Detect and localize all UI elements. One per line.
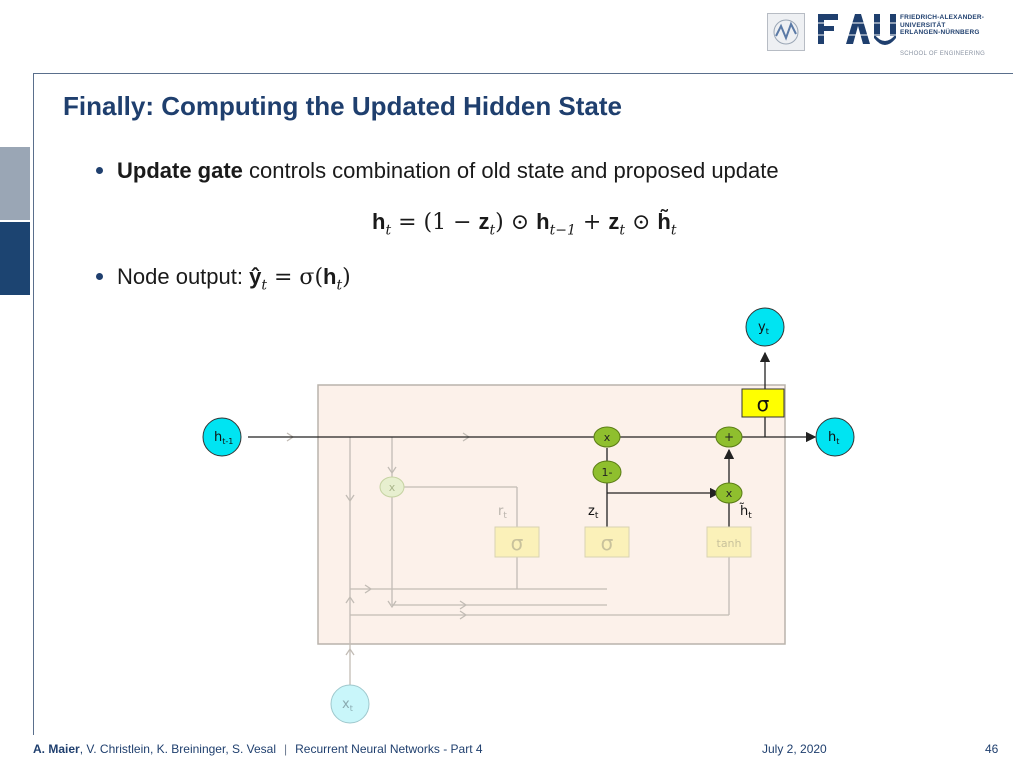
prev-hidden-state-node: ht-1 bbox=[202, 417, 242, 457]
svg-text:ht-1: ht-1 bbox=[214, 430, 233, 446]
footer-coauthors: , V. Christlein, K. Breininger, S. Vesal bbox=[79, 742, 277, 756]
footer-page-number: 46 bbox=[985, 742, 999, 756]
bullet-dot-icon bbox=[96, 273, 103, 280]
svg-text:ht: ht bbox=[828, 430, 839, 446]
tanh-box: tanh bbox=[706, 526, 752, 558]
slide-frame bbox=[33, 73, 1013, 735]
reset-multiply-node: x bbox=[379, 476, 405, 498]
slide-title: Finally: Computing the Updated Hidden St… bbox=[63, 91, 622, 121]
gru-cell-diagram: x rt σ zt σ tanh h̃t x 1- x + σ ht-1 bbox=[202, 307, 855, 724]
fau-logo bbox=[818, 14, 898, 45]
faded-wiring bbox=[286, 432, 730, 685]
candidate-state-label: h̃t bbox=[739, 504, 752, 521]
svg-text:tanh: tanh bbox=[717, 537, 742, 550]
update-gate-label: zt bbox=[588, 504, 599, 521]
svg-text:xt: xt bbox=[342, 697, 353, 713]
university-line-3: ERLANGEN-NÜRNBERG bbox=[900, 29, 980, 36]
reset-sigma-box: σ bbox=[494, 526, 540, 558]
footer-course: Recurrent Neural Networks - Part 4 bbox=[295, 742, 483, 756]
output-sigma-box: σ bbox=[741, 388, 785, 418]
bullet-label: Node output: bbox=[117, 264, 250, 289]
one-minus-node: 1- bbox=[592, 460, 622, 484]
bullet-update-gate: Update gate controls combination of old … bbox=[96, 158, 779, 184]
svg-text:+: + bbox=[724, 430, 734, 444]
bullet-dot-icon bbox=[96, 167, 103, 174]
output-equation: ŷt = σ(ht) bbox=[249, 264, 351, 294]
candidate-multiply-node: x bbox=[715, 482, 743, 504]
svg-text:σ: σ bbox=[511, 531, 524, 555]
school-name: SCHOOL OF ENGINEERING bbox=[900, 51, 986, 57]
footer-lead-author: A. Maier bbox=[33, 742, 80, 756]
bullet-bold-term: Update gate bbox=[117, 158, 243, 183]
side-tab-upper bbox=[0, 147, 30, 220]
footer-date: July 2, 2020 bbox=[762, 742, 827, 756]
bullet-node-output: Node output: ŷt = σ(ht) bbox=[96, 264, 351, 293]
university-name: FRIEDRICH-ALEXANDER- UNIVERSITÄT ERLANGE… bbox=[900, 14, 984, 37]
add-node: + bbox=[715, 426, 743, 448]
side-tab-lower bbox=[0, 222, 30, 295]
gru-cell-box bbox=[317, 384, 786, 645]
svg-text:σ: σ bbox=[757, 392, 770, 416]
university-line-1: FRIEDRICH-ALEXANDER- bbox=[900, 14, 985, 21]
svg-text:1-: 1- bbox=[602, 466, 613, 479]
svg-text:x: x bbox=[604, 431, 611, 444]
update-sigma-box: σ bbox=[584, 526, 630, 558]
hidden-state-output-node: ht bbox=[815, 417, 855, 457]
svg-text:yt: yt bbox=[758, 320, 769, 336]
institute-logo-icon bbox=[767, 13, 805, 51]
state-multiply-node: x bbox=[593, 426, 621, 448]
svg-text:σ: σ bbox=[601, 531, 614, 555]
update-equation: ht = (1 − zt) ⊙ ht−1 + zt ⊙ h̃t bbox=[372, 209, 677, 239]
input-node: xt bbox=[330, 684, 370, 724]
footer-authors: A. Maier, V. Christlein, K. Breininger, … bbox=[33, 742, 483, 756]
university-line-2: UNIVERSITÄT bbox=[900, 21, 946, 29]
svg-text:x: x bbox=[726, 487, 733, 500]
bullet-text: controls combination of old state and pr… bbox=[242, 158, 779, 183]
reset-gate-label: rt bbox=[498, 504, 507, 521]
output-node: yt bbox=[745, 307, 785, 347]
footer-separator: | bbox=[284, 742, 288, 756]
svg-text:x: x bbox=[389, 481, 396, 494]
